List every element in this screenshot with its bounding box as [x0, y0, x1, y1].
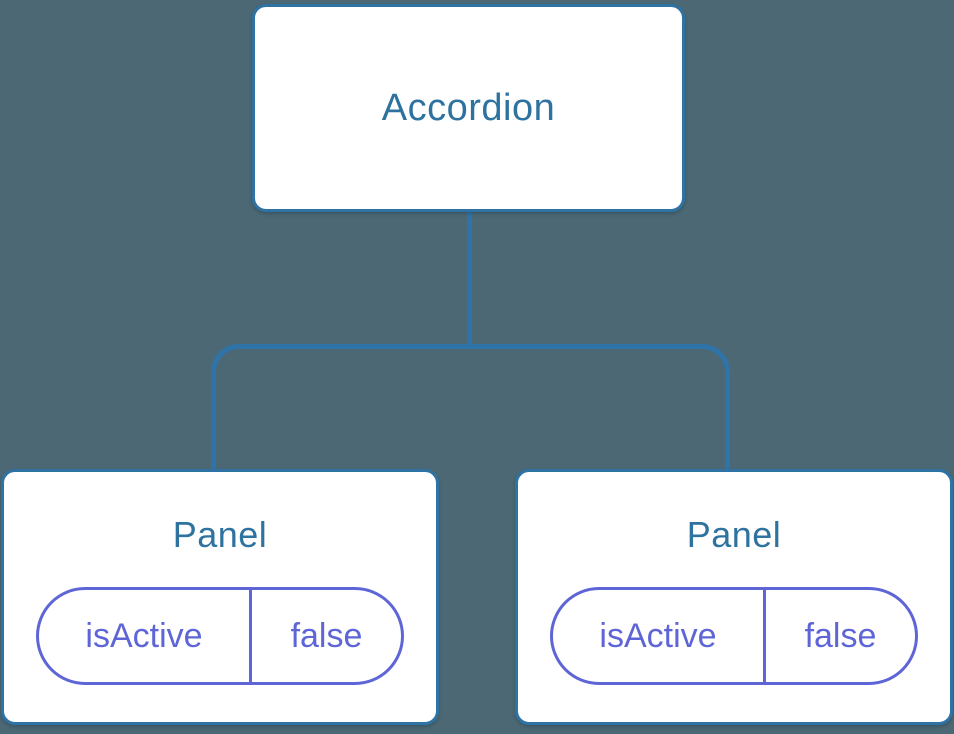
component-node-accordion: Accordion: [252, 4, 685, 212]
state-pill: isActive false: [550, 587, 918, 685]
component-node-panel-2: Panel isActive false: [515, 469, 953, 725]
connector-stem: [467, 210, 472, 346]
state-value: false: [248, 590, 401, 682]
accordion-node-label: Accordion: [381, 86, 556, 129]
panel-node-label: Panel: [686, 514, 782, 555]
connector-bracket: [211, 344, 730, 470]
state-key: isActive: [85, 616, 203, 655]
component-node-panel-1: Panel isActive false: [1, 469, 439, 725]
state-value: false: [762, 590, 915, 682]
panel-node-label: Panel: [172, 514, 268, 555]
state-pill: isActive false: [36, 587, 404, 685]
state-key: isActive: [599, 616, 717, 655]
